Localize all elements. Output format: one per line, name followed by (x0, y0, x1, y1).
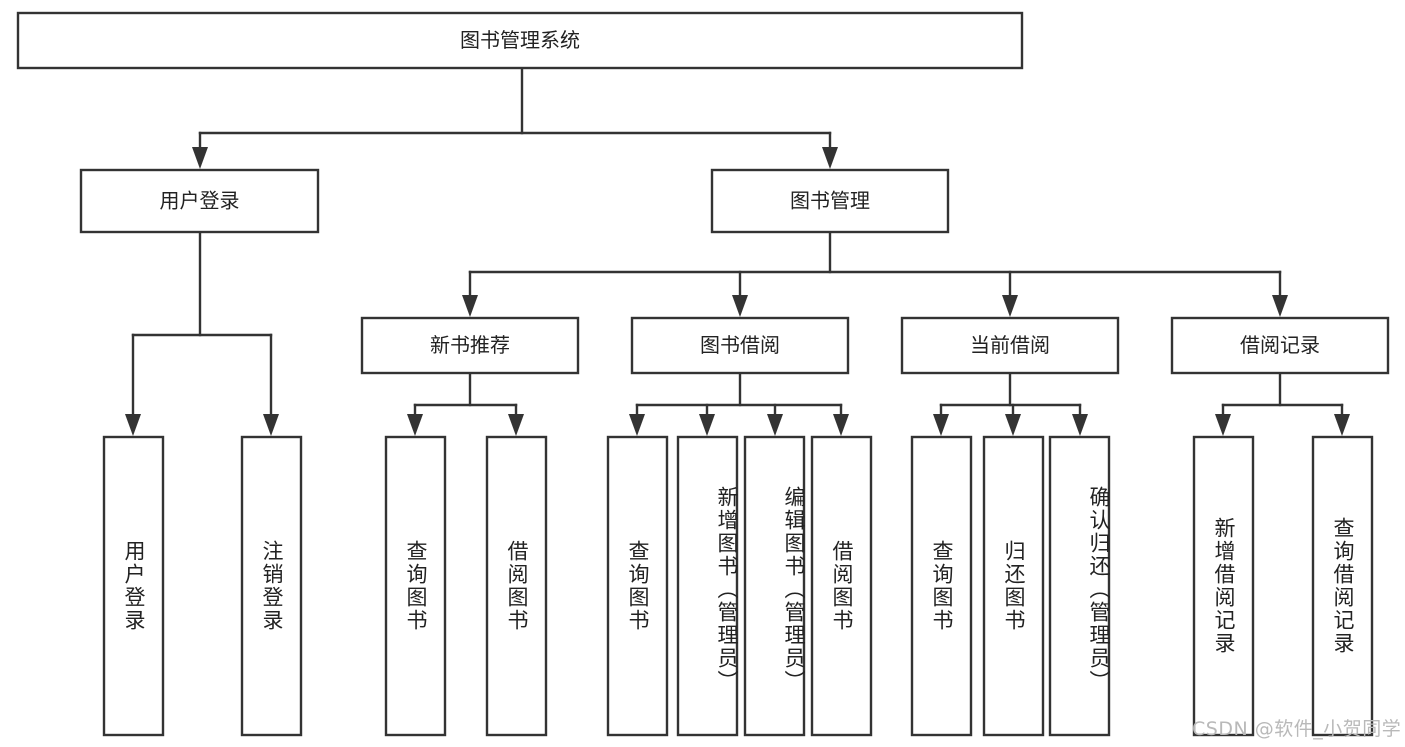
node-box-leaf-r-query[interactable] (1311, 435, 1374, 737)
arrow-head-icon (1002, 295, 1018, 317)
node-box-current[interactable] (900, 316, 1120, 375)
node-box-bookmgmt[interactable] (710, 168, 950, 234)
node-box-login[interactable] (79, 168, 320, 234)
node-label-records: 借阅记录 (1240, 333, 1320, 357)
node-box-borrow[interactable] (630, 316, 850, 375)
node-label-newbook: 新书推荐 (430, 333, 510, 357)
arrow-head-icon (732, 295, 748, 317)
node-box-leaf-c-return[interactable] (982, 435, 1045, 737)
boxes-layer (16, 11, 1390, 737)
connector-group-borrow (629, 371, 849, 436)
arrow-head-icon (699, 414, 715, 436)
node-box-leaf-new-borrow[interactable] (485, 435, 548, 737)
node-box-leaf-c-query[interactable] (910, 435, 973, 737)
arrow-head-icon (263, 414, 279, 436)
arrow-head-icon (1272, 295, 1288, 317)
node-box-newbook[interactable] (360, 316, 580, 375)
node-label-borrow: 图书借阅 (700, 333, 780, 357)
arrow-head-icon (933, 414, 949, 436)
arrow-head-icon (822, 147, 838, 169)
arrow-head-icon (407, 414, 423, 436)
connector-group-login (125, 230, 279, 436)
arrow-head-icon (1215, 414, 1231, 436)
connector-group-bookmgmt (462, 230, 1288, 317)
node-label-login: 用户登录 (160, 189, 240, 213)
node-label-bookmgmt: 图书管理 (790, 189, 870, 213)
csdn-watermark: CSDN @软件_小贺同学 (1192, 718, 1402, 740)
node-label-current: 当前借阅 (970, 333, 1050, 357)
node-label-root: 图书管理系统 (460, 28, 580, 52)
connector-group-records (1215, 371, 1350, 436)
connector-group-newbook (407, 371, 524, 436)
arrow-head-icon (462, 295, 478, 317)
arrow-head-icon (629, 414, 645, 436)
arrow-head-icon (1072, 414, 1088, 436)
arrow-head-icon (1334, 414, 1350, 436)
arrow-head-icon (508, 414, 524, 436)
node-box-leaf-c-confirm[interactable] (1048, 435, 1111, 737)
node-box-leaf-user-login[interactable] (102, 435, 165, 737)
arrow-head-icon (1005, 414, 1021, 436)
node-box-leaf-r-add[interactable] (1192, 435, 1255, 737)
node-box-leaf-new-query[interactable] (384, 435, 447, 737)
node-box-leaf-b-borrow[interactable] (810, 435, 873, 737)
node-box-leaf-user-logout[interactable] (240, 435, 303, 737)
arrow-head-icon (767, 414, 783, 436)
node-box-records[interactable] (1170, 316, 1390, 375)
edges-layer (125, 66, 1350, 436)
arrow-head-icon (192, 147, 208, 169)
arrow-head-icon (833, 414, 849, 436)
node-box-root[interactable] (16, 11, 1024, 70)
arrow-head-icon (125, 414, 141, 436)
node-box-leaf-b-edit[interactable] (743, 435, 806, 737)
node-box-leaf-b-add[interactable] (676, 435, 739, 737)
connector-group-current (933, 371, 1088, 436)
connector-group-root (192, 66, 838, 169)
node-box-leaf-b-query[interactable] (606, 435, 669, 737)
